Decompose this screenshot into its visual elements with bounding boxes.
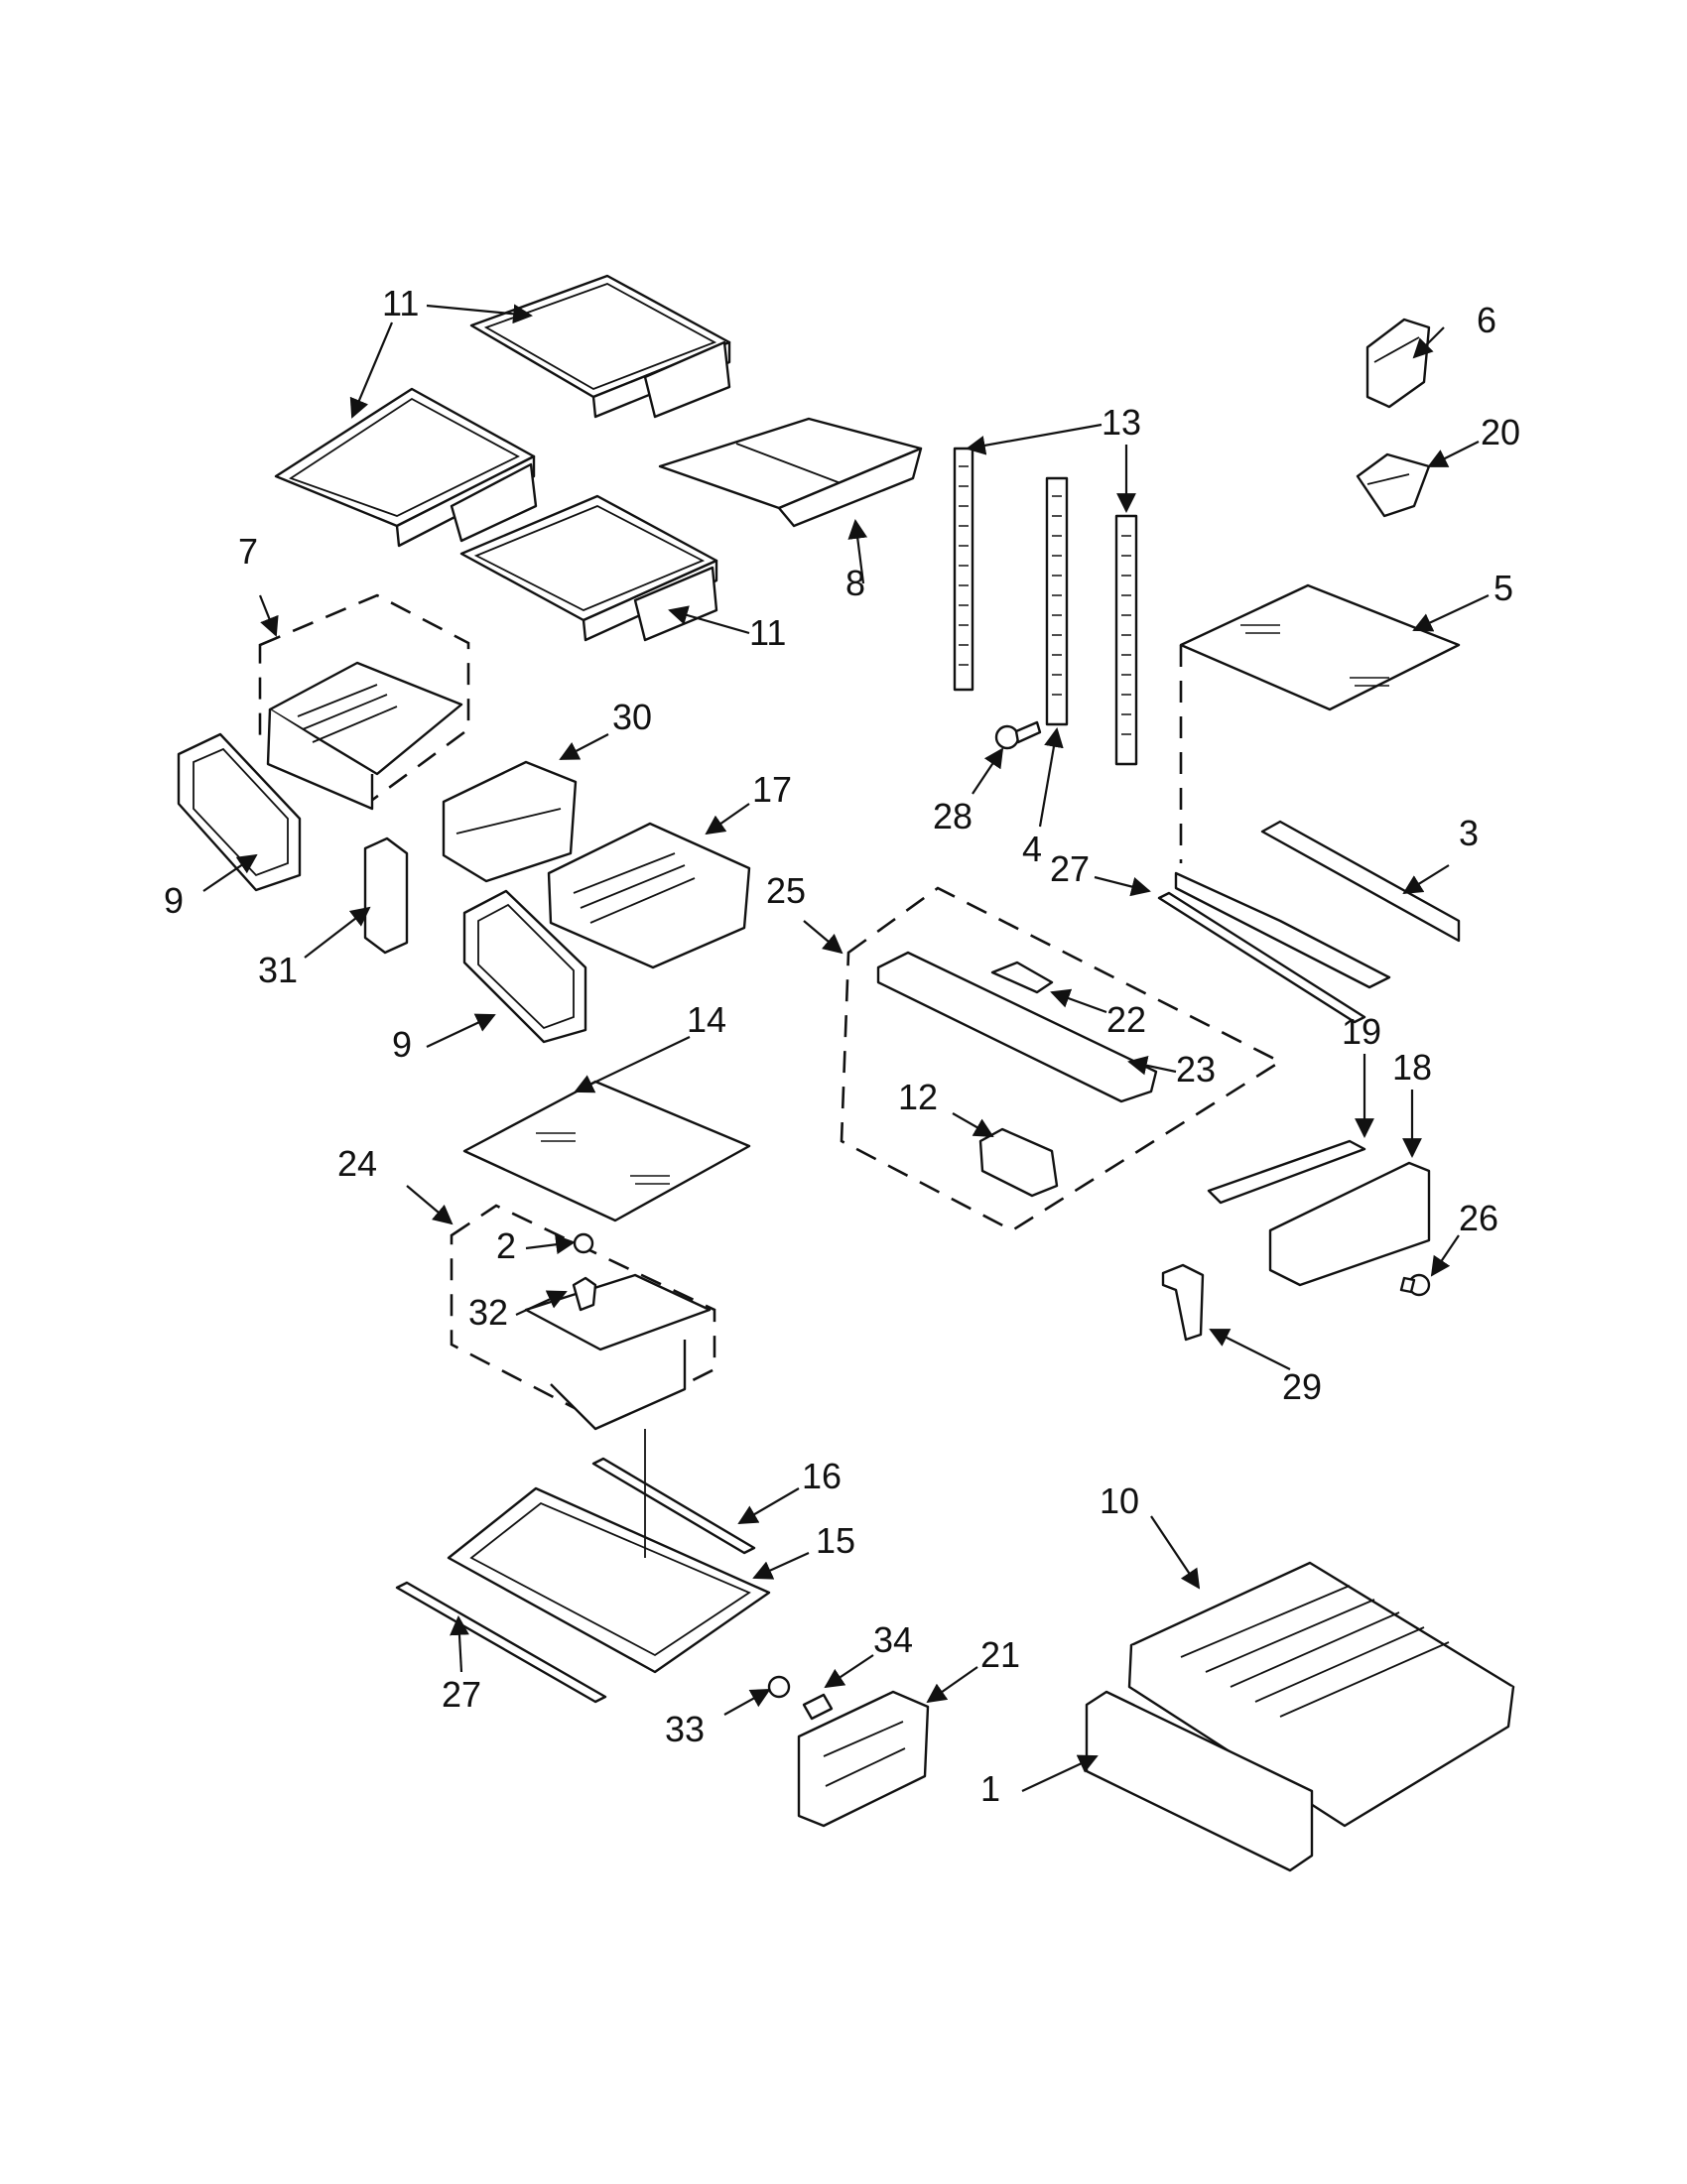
callout-24: 24: [337, 1143, 377, 1184]
callout-31: 31: [258, 950, 298, 990]
callout-labels: 11 6 20 13 8 11 7 5 30 17 28 4 3 9 27 25…: [164, 283, 1520, 1809]
callout-9: 9: [392, 1024, 412, 1065]
callout-25: 25: [766, 870, 806, 911]
callout-19: 19: [1342, 1011, 1381, 1052]
callout-22: 22: [1106, 999, 1146, 1040]
callout-15: 15: [816, 1520, 855, 1561]
tray-15: [447, 1486, 771, 1674]
callout-1: 1: [980, 1768, 1000, 1809]
callout-14: 14: [687, 999, 726, 1040]
shelf-11-lower: [459, 494, 718, 642]
callout-9: 9: [164, 880, 184, 921]
part-34: [802, 1693, 834, 1721]
callout-11: 11: [382, 283, 419, 323]
shelf-8: [658, 417, 923, 528]
callout-17: 17: [752, 769, 792, 810]
callout-27: 27: [1050, 848, 1090, 889]
part-20: [1356, 452, 1431, 518]
callout-6: 6: [1477, 300, 1496, 340]
callout-12: 12: [898, 1077, 938, 1117]
callout-8: 8: [845, 563, 865, 603]
callout-33: 33: [665, 1709, 705, 1749]
front-9-right: [462, 889, 587, 1044]
callout-3: 3: [1459, 813, 1479, 853]
callout-2: 2: [496, 1225, 516, 1266]
leader-lines: [202, 304, 1490, 1792]
strip-27-lower: [395, 1581, 607, 1704]
part-6: [1365, 318, 1431, 409]
callout-30: 30: [612, 697, 652, 737]
callout-7: 7: [238, 531, 258, 572]
drawer-30: [442, 760, 578, 883]
callout-10: 10: [1100, 1480, 1139, 1521]
callout-16: 16: [802, 1456, 842, 1496]
glass-shelf-14: [462, 1080, 751, 1222]
callout-20: 20: [1481, 412, 1520, 452]
callout-27: 27: [442, 1674, 481, 1715]
shelf-11-left: [274, 387, 538, 548]
rod-16: [591, 1457, 756, 1555]
callout-34: 34: [873, 1619, 913, 1660]
callout-23: 23: [1176, 1049, 1216, 1090]
front-9-left: [177, 732, 302, 892]
part-31: [363, 836, 409, 955]
callout-26: 26: [1459, 1198, 1498, 1238]
screw-26: [1399, 1273, 1431, 1297]
callout-13: 13: [1102, 402, 1141, 443]
callout-29: 29: [1282, 1366, 1322, 1407]
callout-21: 21: [980, 1634, 1020, 1675]
bracket-21: [797, 1690, 930, 1828]
rail-4: [1045, 476, 1069, 726]
drawer-17: [547, 822, 751, 969]
drawer-10: [1127, 1561, 1515, 1828]
assembly-group-25: [840, 886, 1283, 1232]
callout-5: 5: [1493, 568, 1513, 608]
callout-28: 28: [933, 796, 973, 836]
part-12: [978, 1127, 1059, 1198]
part-33: [767, 1675, 791, 1699]
housing-18: [1268, 1161, 1431, 1287]
rail-13-left: [953, 447, 974, 692]
glass-shelf-5: [1179, 583, 1461, 863]
callout-11: 11: [749, 612, 786, 653]
screw-28: [994, 720, 1042, 750]
strip-27-upper: [1157, 891, 1366, 1024]
part-29: [1161, 1263, 1205, 1342]
callout-18: 18: [1392, 1047, 1432, 1088]
callout-4: 4: [1022, 829, 1042, 869]
slide-19: [1207, 1139, 1366, 1205]
crisper-group-7: [258, 593, 470, 811]
assembly-group-24: [450, 1204, 716, 1431]
shelf-11-upper: [469, 274, 731, 419]
rail-13-right: [1114, 514, 1138, 766]
callout-32: 32: [468, 1292, 508, 1333]
bracket-3: [1174, 820, 1461, 989]
